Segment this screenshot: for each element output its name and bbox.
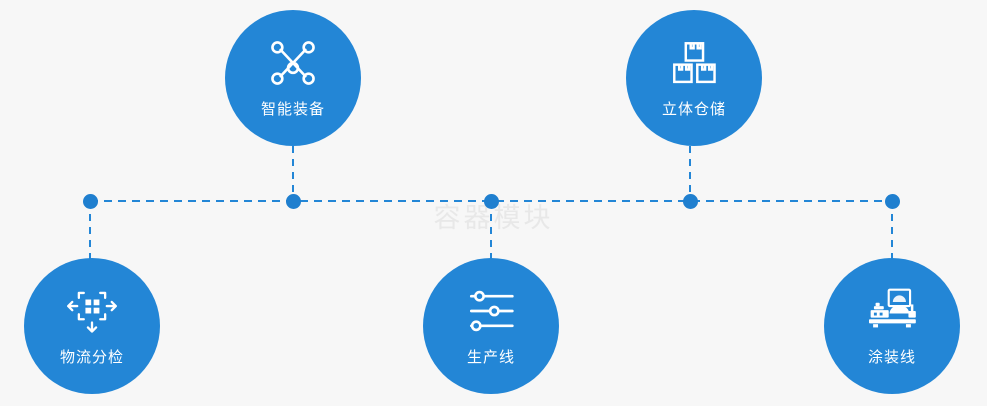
node-painting-line[interactable]: 涂装线 [824, 258, 960, 394]
sliders-icon [469, 290, 514, 331]
junction-dot-logistics-sorting [83, 194, 98, 209]
node-production-line[interactable]: 生产线 [423, 258, 559, 394]
node-stereoscopic-warehouse[interactable]: 立体仓储 [626, 10, 762, 146]
junction-dot-intelligent-equipment [286, 194, 301, 209]
node-label-stereoscopic-warehouse: 立体仓储 [661, 100, 726, 118]
node-label-logistics-sorting: 物流分检 [59, 348, 124, 366]
network-nodes-icon [271, 40, 315, 85]
node-label-production-line: 生产线 [466, 348, 515, 366]
sorting-arrows-icon [67, 291, 117, 333]
junction-dot-stereoscopic-warehouse [683, 194, 698, 209]
node-logistics-sorting[interactable]: 物流分检 [24, 258, 160, 394]
node-intelligent-equipment[interactable]: 智能装备 [225, 10, 361, 146]
junction-dot-painting-line [885, 194, 900, 209]
junction-dot-production-line [484, 194, 499, 209]
node-label-intelligent-equipment: 智能装备 [260, 100, 325, 118]
stacked-boxes-icon [673, 41, 716, 83]
node-label-painting-line: 涂装线 [867, 348, 916, 366]
factory-monitor-icon [869, 288, 916, 327]
